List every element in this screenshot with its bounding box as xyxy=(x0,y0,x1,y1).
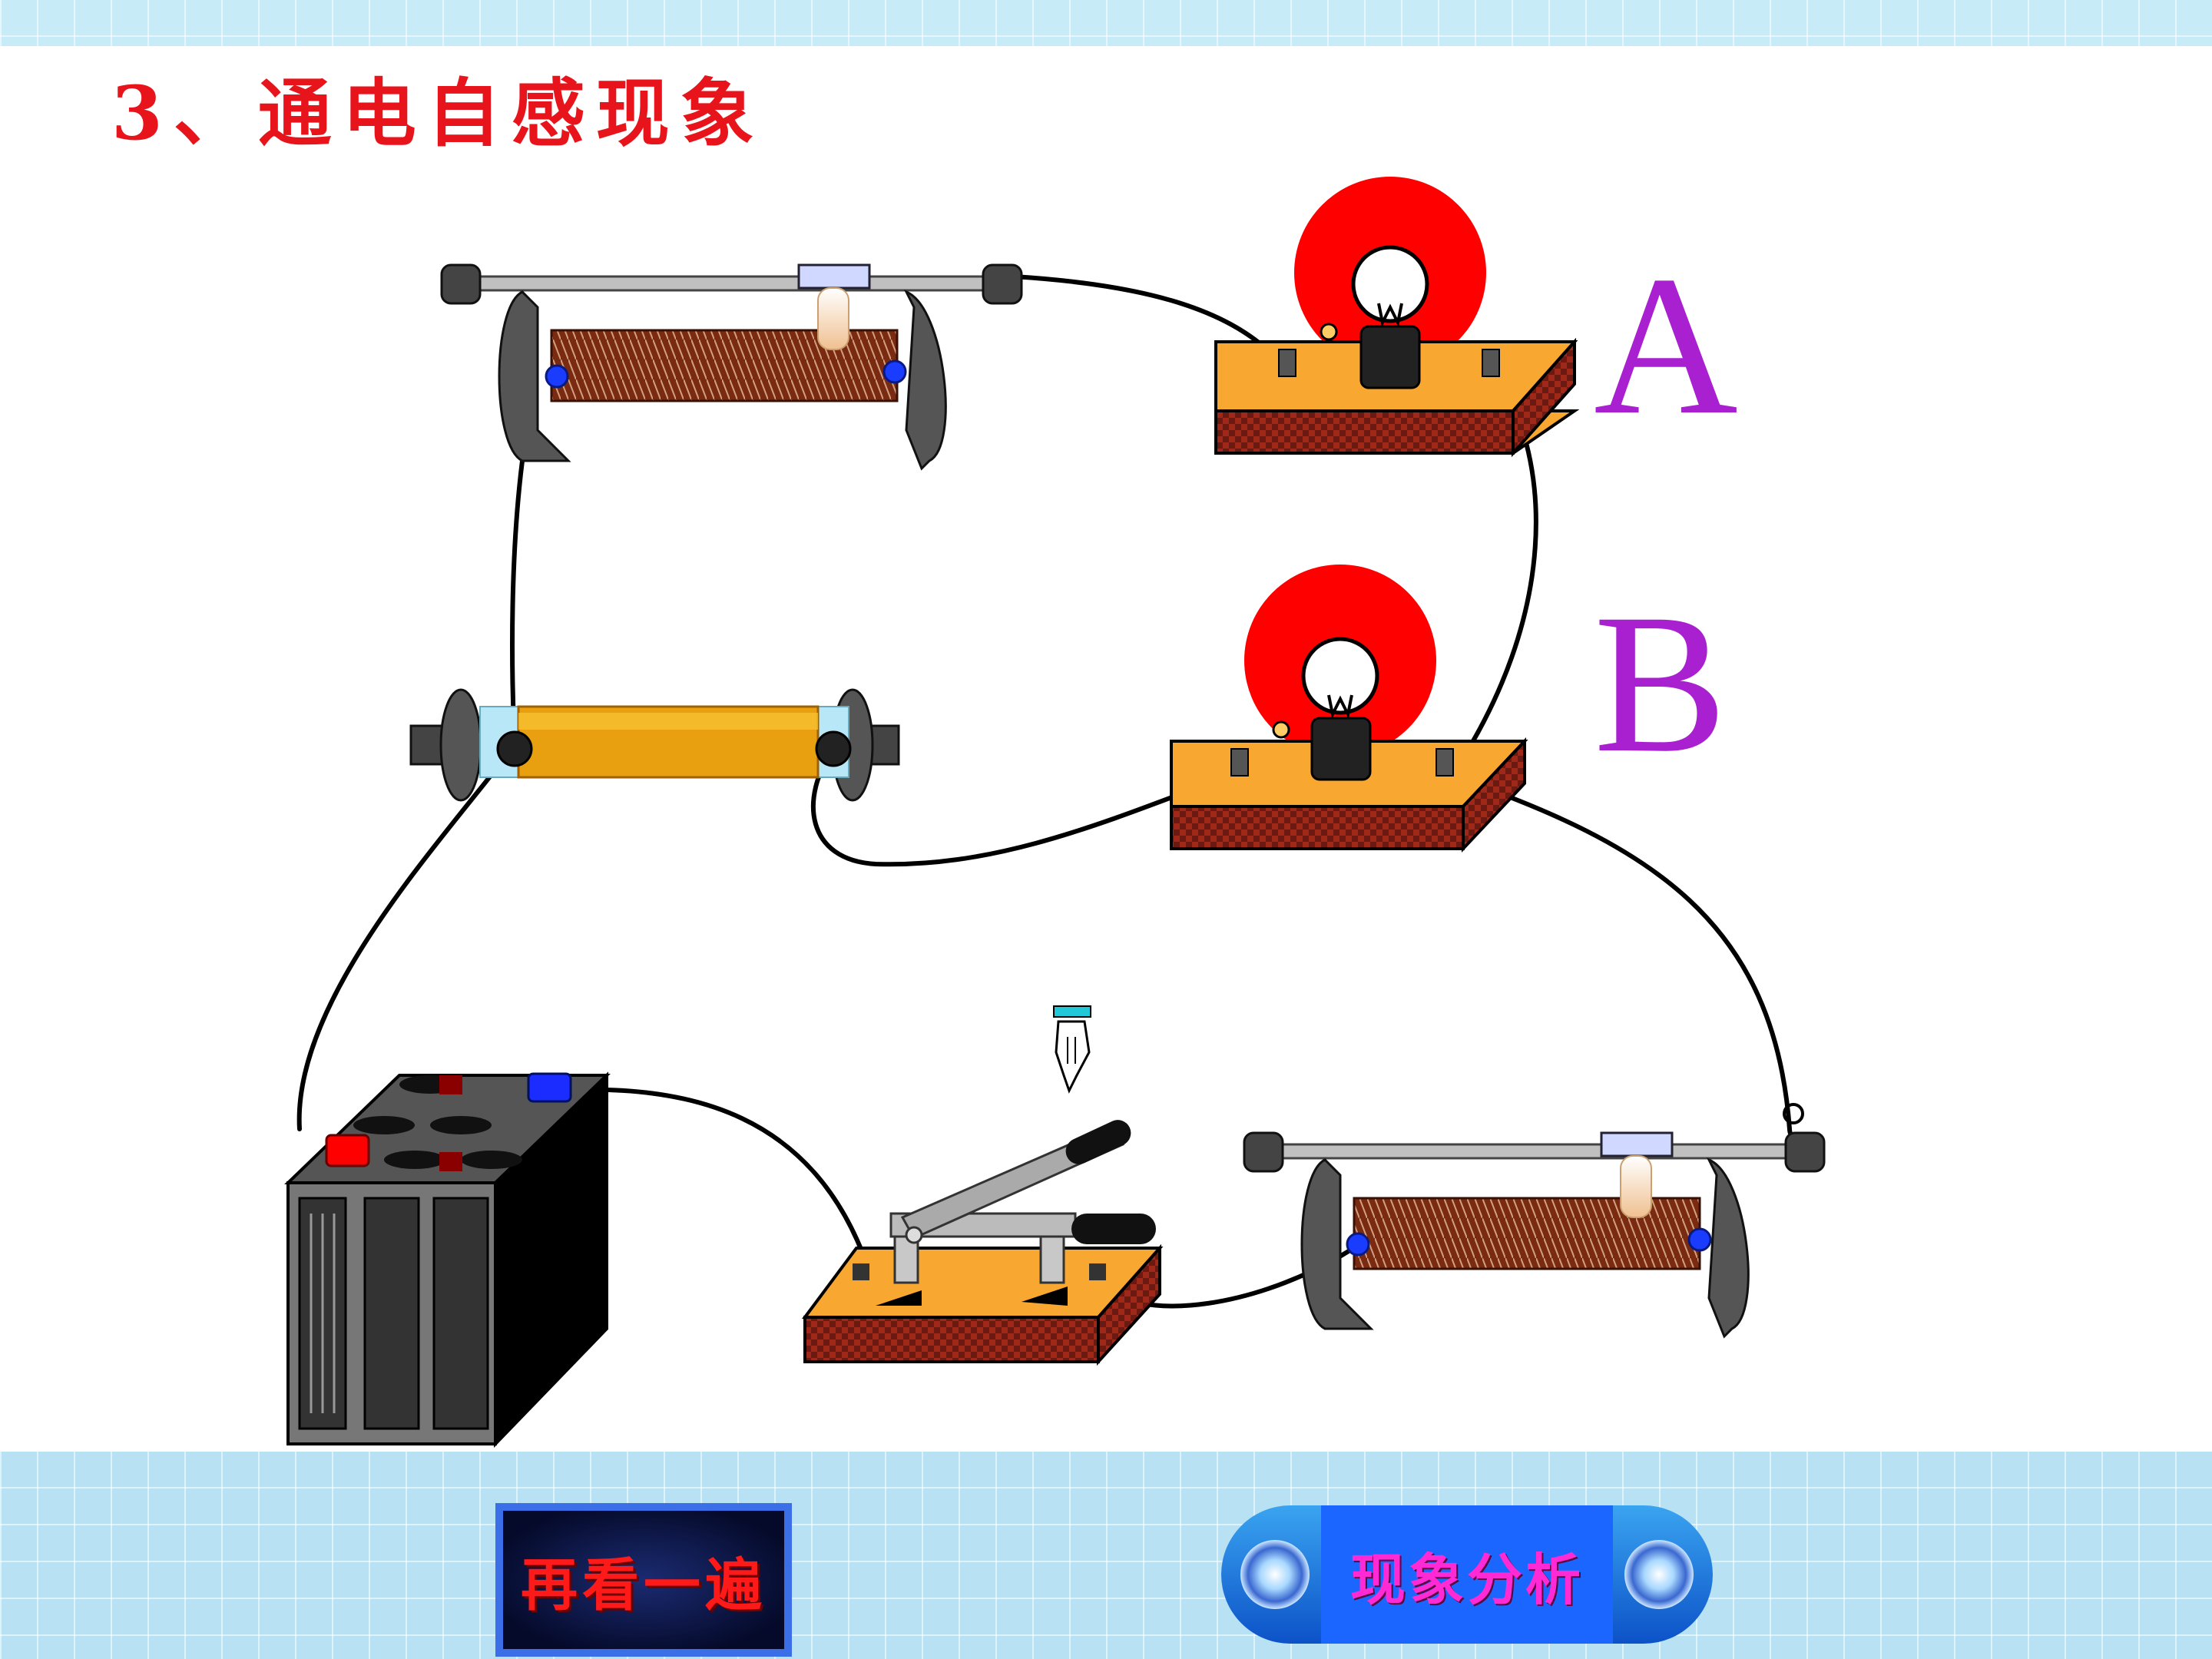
analysis-button[interactable]: 现象分析 xyxy=(1221,1505,1713,1644)
replay-button[interactable]: 再看一遍 xyxy=(495,1503,792,1657)
lamp-label-a: A xyxy=(1594,235,1738,456)
knife-switch-icon xyxy=(802,1120,1164,1366)
wire-rheostat1-inductor xyxy=(510,459,525,747)
wires xyxy=(296,274,1803,1309)
top-band xyxy=(0,0,2212,46)
lamp-label-b: B xyxy=(1594,573,1727,794)
analysis-button-core xyxy=(1321,1505,1613,1644)
page-title: 3、通电自感现象 xyxy=(111,70,765,157)
rheostat-icon xyxy=(440,263,1023,471)
wire-battery-switch xyxy=(551,1087,870,1270)
battery-icon xyxy=(284,1071,611,1448)
bottom-band xyxy=(0,1452,2212,1659)
swirl-icon xyxy=(1240,1540,1310,1609)
wire-lampB-rheostat2 xyxy=(1449,773,1792,1131)
wire-inductor-lampB xyxy=(810,747,1231,867)
wire-inductor-battery xyxy=(296,743,517,1131)
lamp-icon xyxy=(1214,177,1580,458)
hand-pointer-icon xyxy=(1053,1005,1091,1094)
lamp-icon xyxy=(1170,565,1528,853)
analysis-button-label: 现象分析 xyxy=(1349,1546,1584,1612)
replay-button-label: 再看一遍 xyxy=(521,1551,767,1618)
rheostat-icon xyxy=(1243,1103,1826,1339)
inductor-icon xyxy=(409,688,900,802)
swirl-icon xyxy=(1624,1540,1694,1609)
circuit-diagram xyxy=(284,177,1826,1448)
